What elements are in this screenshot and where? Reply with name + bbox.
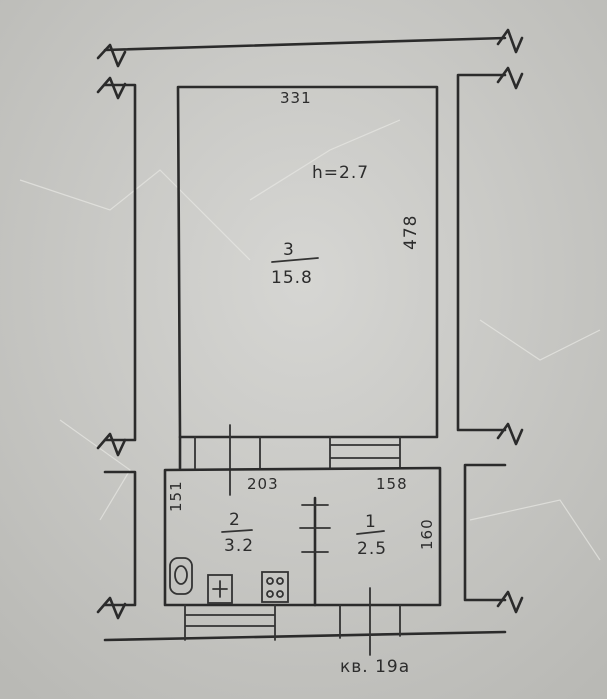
room-3-height-label: h=2.7 [312,163,369,183]
break-mark-top-left [96,43,127,68]
room-2-fraction-bar [221,529,253,533]
room-1-number: 1 [365,512,377,532]
apartment-label: кв. 19а [340,657,410,677]
room-2-depth-label: 151 [167,480,185,512]
room-2-number: 2 [229,510,241,530]
top-outer-wall [103,36,507,52]
room-3-area: 15.8 [271,268,313,288]
break-mark-top-right [496,28,524,54]
left-corridor-lower-wall [103,470,137,607]
room-1-width-label: 158 [376,475,408,493]
break-mark-left-lower [96,596,127,620]
partition-door-marks [299,504,331,553]
room-1-area: 2.5 [357,539,387,559]
stove-icon [261,571,289,603]
room-1-fraction-bar [356,530,385,535]
break-mark-right-lower [496,590,524,614]
right-corridor-lower-wall [463,463,507,602]
lower-rooms-outline [163,466,442,607]
room-3-number: 3 [283,240,295,260]
right-corridor-upper-wall [456,73,507,432]
room-2-width-label: 203 [247,475,279,493]
bottom-outer-wall [103,630,507,642]
passage-door-lines [194,424,261,496]
room-2-area: 3.2 [224,536,254,556]
window-lower-left [184,604,276,641]
break-mark-left-mid [96,432,127,457]
room-3-length-label: 478 [401,215,421,250]
break-mark-right-upper [496,66,524,90]
sink-icon [207,574,233,604]
room-3-outline [176,85,439,439]
left-corridor-upper-wall [103,83,137,442]
room-3-width-label: 331 [280,89,312,107]
break-mark-left-upper [96,76,127,100]
room-3-window-lower [329,436,401,469]
break-mark-right-mid [496,422,524,446]
room-1-depth-label: 160 [418,518,436,550]
toilet-icon [169,557,193,595]
room-3-fraction-bar [271,257,319,263]
door-lower-right [339,604,401,639]
